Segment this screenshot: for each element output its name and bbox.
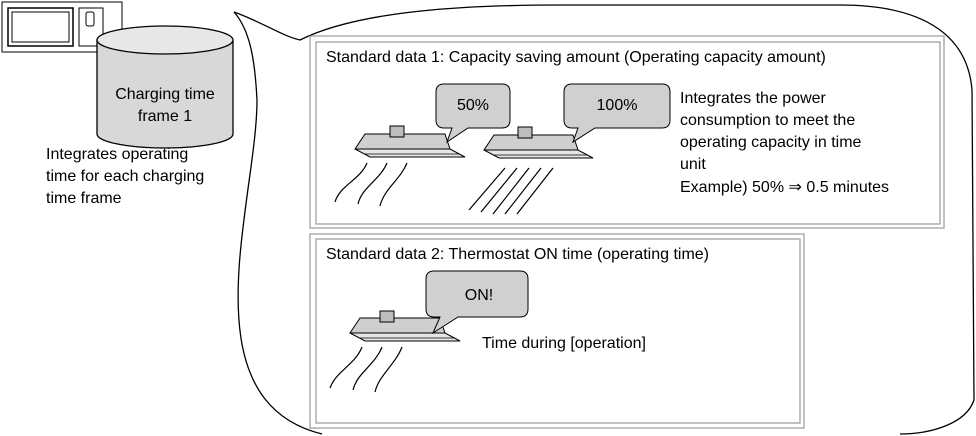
bubble-50-percent: [435, 83, 511, 144]
indoor-unit-icon: [354, 125, 466, 158]
bubble-100-label: 100%: [597, 97, 638, 114]
cylinder-shape: [96, 25, 234, 149]
left-note-line3: time frame: [46, 190, 122, 207]
box1-desc-line5: Example) 50% ⇒ 0.5 minutes: [680, 179, 890, 196]
airflow-lines: [334, 162, 408, 207]
left-note-line1: Integrates operating: [46, 146, 189, 163]
airflow-lines: [329, 346, 403, 393]
bubble-50-label: 50%: [457, 97, 489, 114]
box1-desc-line4: unit: [680, 156, 706, 173]
large-speech-balloon: [233, 4, 975, 435]
box2-title: Standard data 2: Thermostat ON time (ope…: [326, 246, 709, 263]
cylinder-label-line1: Charging time: [115, 86, 215, 103]
indoor-unit-icon: [483, 126, 594, 159]
standard-data-1-box: [309, 35, 945, 229]
bubble-100-percent: [563, 83, 671, 144]
box1-desc-line2: consumption to meet the: [680, 112, 856, 129]
box1-desc-line1: Integrates the power: [680, 90, 826, 107]
indoor-unit-icon: [349, 310, 461, 342]
left-note-line2: time for each charging: [46, 168, 205, 185]
box1-title: Standard data 1: Capacity saving amount …: [326, 49, 826, 66]
bubble-on: [425, 270, 529, 335]
airflow-lines-straight: [468, 167, 554, 215]
box2-desc: Time during [operation]: [482, 335, 646, 352]
bubble-on-label: ON!: [465, 287, 493, 304]
cylinder-label-line2: frame 1: [138, 108, 192, 125]
box1-desc-line3: operating capacity in time: [680, 134, 862, 151]
